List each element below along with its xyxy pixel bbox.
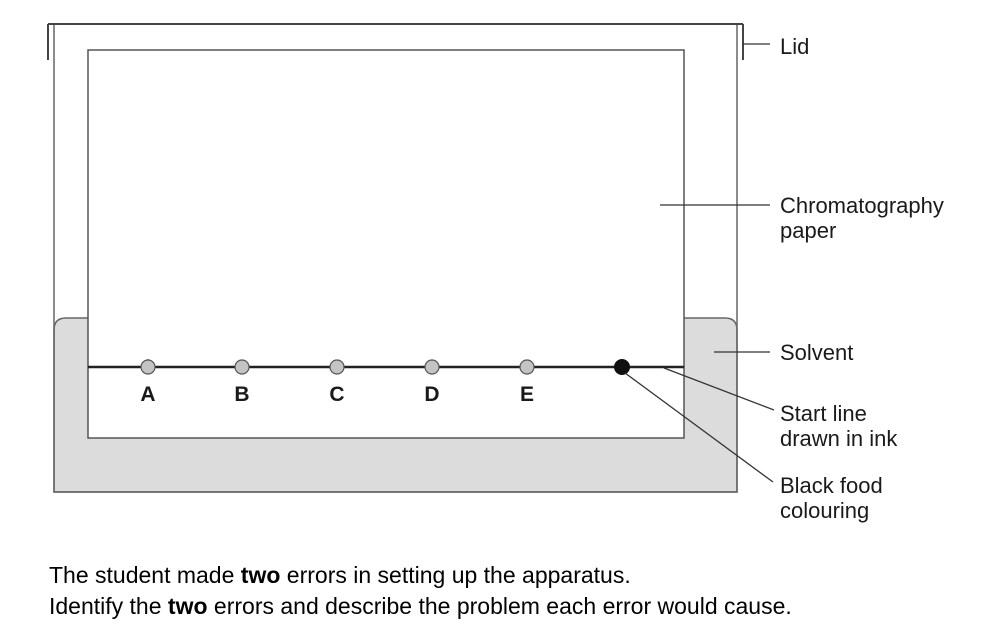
solvent-label: Solvent <box>780 340 853 365</box>
question-text: The student made two errors in setting u… <box>49 560 969 622</box>
spot-label-c: C <box>329 383 344 406</box>
food-colouring-leader <box>624 372 774 483</box>
question-line-1-emphasis: two <box>240 562 281 588</box>
spot-d: D <box>424 359 440 406</box>
food-colouring-label-line1: Black food <box>780 473 883 498</box>
beaker <box>53 24 738 493</box>
spot-label-a: A <box>140 383 155 406</box>
question-line-1: The student made two errors in setting u… <box>49 560 969 591</box>
spot-label-d: D <box>424 383 439 406</box>
start-line-leader <box>663 367 775 411</box>
question-line-2: Identify the two errors and describe the… <box>49 591 969 622</box>
start-line-label-line1: Start line <box>780 401 867 426</box>
spot-label-e: E <box>520 383 534 406</box>
black-food-colouring-spot <box>614 359 630 375</box>
lid <box>47 23 744 60</box>
start-line-label-line2: drawn in ink <box>780 426 898 451</box>
paper-label-line2: paper <box>780 218 836 243</box>
spot-b: B <box>234 359 250 406</box>
spot-label-b: B <box>234 383 249 406</box>
paper-label-line1: Chromatography <box>780 193 944 218</box>
food-colouring-label-line2: colouring <box>780 498 869 523</box>
chromatography-diagram: A B C D E Lid Chromatography paper Solve… <box>47 23 944 523</box>
question-line-1-end: errors in setting up the apparatus. <box>280 562 631 588</box>
spot-a: A <box>140 359 156 406</box>
chromatography-paper <box>87 49 685 439</box>
question-line-2-end: errors and describe the problem each err… <box>207 593 792 619</box>
question-line-1-start: The student made <box>49 562 241 588</box>
spot-e: E <box>519 359 535 406</box>
spot-c: C <box>329 359 345 406</box>
question-line-2-start: Identify the <box>49 593 168 619</box>
question-line-2-emphasis: two <box>167 593 208 619</box>
lid-label: Lid <box>780 34 809 59</box>
